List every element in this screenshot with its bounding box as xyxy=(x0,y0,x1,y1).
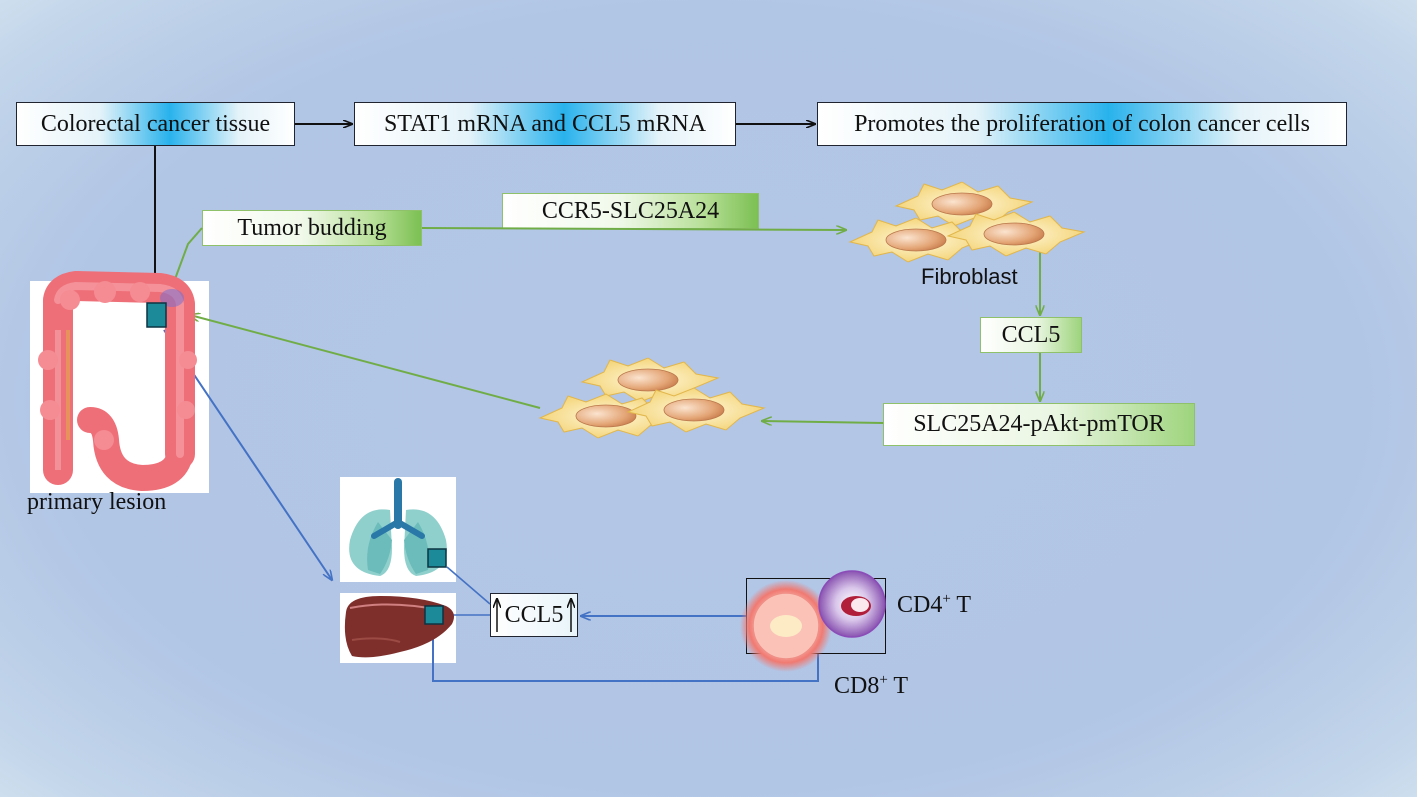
cd8-t-label: CD8+ T xyxy=(834,672,908,700)
fibroblast-cluster-icon xyxy=(849,181,1085,263)
ccl5-fibroblast-box: CCL5 xyxy=(980,317,1082,353)
cd4-text: CD4 xyxy=(897,592,943,618)
slc25a24-pakt-pmtor-box: SLC25A24-pAkt-pmTOR xyxy=(883,403,1195,446)
colon-lesion-marker xyxy=(146,302,167,328)
ccl5-metastasis-label: CCL5 xyxy=(504,601,564,628)
cd4-sup: + xyxy=(942,591,951,607)
proliferation-box: Promotes the proliferation of colon canc… xyxy=(817,102,1347,146)
ccr5-slc25a24-box: CCR5-SLC25A24 xyxy=(502,193,759,229)
colorectal-cancer-tissue-box: Colorectal cancer tissue xyxy=(16,102,295,146)
fibroblast-label: Fibroblast xyxy=(921,264,1018,289)
cd8-text: CD8 xyxy=(834,673,880,699)
primary-lesion-label: primary lesion xyxy=(27,489,167,515)
ccl5-metastasis-box: CCL5 xyxy=(490,593,578,637)
tumor-cell-cluster-icon xyxy=(539,357,765,439)
liver-lesion-marker xyxy=(424,605,444,625)
cd4-t-cell-icon xyxy=(818,570,886,638)
cd8-t-cell-icon xyxy=(740,580,832,672)
cd8-sup: + xyxy=(879,672,888,688)
tumor-budding-box: Tumor budding xyxy=(202,210,422,246)
lung-lesion-marker xyxy=(427,548,447,568)
colon-icon xyxy=(38,271,197,492)
cd8-suffix: T xyxy=(887,673,909,699)
stat1-ccl5-mrna-box: STAT1 mRNA and CCL5 mRNA xyxy=(354,102,736,146)
liver-icon xyxy=(344,596,454,658)
cd4-t-label: CD4+ T xyxy=(897,591,971,619)
cd4-suffix: T xyxy=(950,592,972,618)
